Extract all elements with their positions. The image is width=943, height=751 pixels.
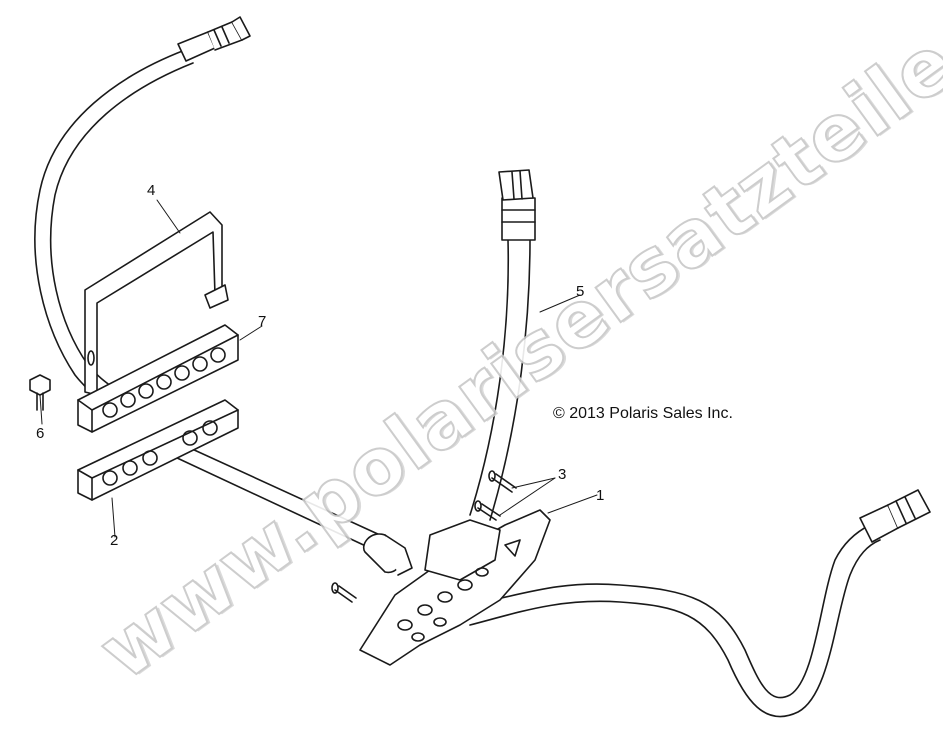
screws [331, 470, 517, 603]
callout-2: 2 [110, 532, 119, 549]
callout-6: 6 [36, 425, 45, 442]
valve-mount-plate [359, 509, 551, 666]
callout-7: 7 [258, 313, 267, 330]
clamp-bracket [84, 211, 229, 396]
leader-lines [39, 199, 598, 538]
grommet-strip-upper [77, 324, 239, 433]
callout-5: 5 [576, 283, 585, 300]
grommet-strip-lower [77, 399, 239, 501]
copyright-notice: © 2013 Polaris Sales Inc. [553, 405, 733, 422]
brake-line-right [469, 489, 931, 718]
callout-1: 1 [596, 487, 605, 504]
callout-4: 4 [147, 182, 156, 199]
brake-line-horizontal [159, 437, 413, 576]
bolt [29, 374, 51, 411]
callout-3: 3 [558, 466, 567, 483]
brake-line-center [469, 169, 536, 521]
